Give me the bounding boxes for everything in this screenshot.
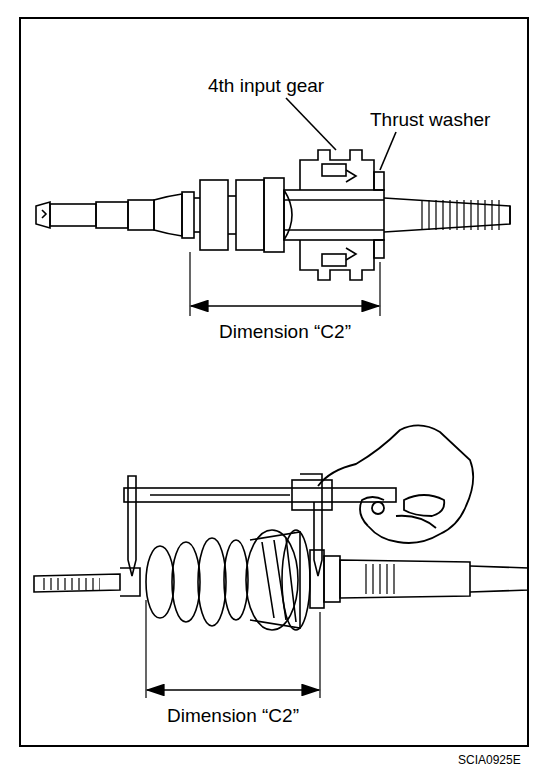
thrust-washer [374, 172, 384, 190]
caliper [124, 474, 396, 576]
part-name: Thrust washer [368, 110, 492, 131]
dimension-label: Dimension “C2” [217, 322, 353, 343]
part-name: 4th input gear [206, 76, 326, 97]
hand [318, 425, 473, 543]
gear [200, 180, 228, 250]
dimension-label: Dimension “C2” [165, 706, 301, 727]
frame-border [20, 18, 528, 746]
figure-code: SCIA0925E [456, 754, 523, 767]
leader-line [380, 132, 396, 170]
dimension-line [147, 689, 319, 691]
gear [236, 180, 264, 250]
leader-line [286, 98, 336, 150]
shaft-section [36, 150, 510, 280]
dimension-line [191, 305, 379, 307]
gear-assembly [34, 530, 528, 630]
